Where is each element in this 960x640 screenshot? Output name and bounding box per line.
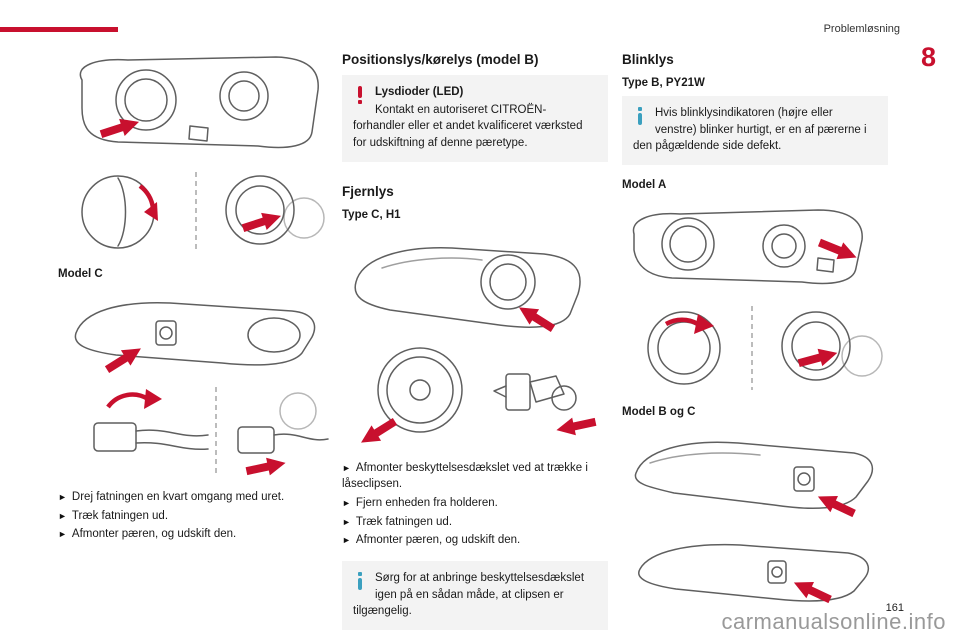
chapter-number: 8 xyxy=(920,42,936,72)
instruction-step: ► Træk fatningen ud. xyxy=(58,508,332,525)
warning-title: Lysdioder (LED) xyxy=(375,86,464,98)
model-a-label: Model A xyxy=(622,179,667,192)
column-left: Model C xyxy=(58,48,332,555)
instruction-step: ► Drej fatningen en kvart omgang med uret… xyxy=(58,489,332,506)
watermark: carmanualsonline.info xyxy=(721,609,946,634)
instruction-text: Afmonter pæren, og udskift den. xyxy=(71,528,237,541)
info-icon xyxy=(354,572,365,591)
warning-icon xyxy=(354,86,365,104)
instruction-text: Afmonter pæren, og udskift den. xyxy=(355,534,521,547)
info-box-blinker: Hvis blinklysindikatoren (højre eller ve… xyxy=(622,96,888,166)
page-number: 161 xyxy=(885,602,904,614)
instruction-step: ► Afmonter pæren, og udskift den. xyxy=(342,532,608,549)
bullet-icon: ► xyxy=(342,516,351,527)
model-c-label: Model C xyxy=(58,268,103,280)
info-box-cover: Sørg for at anbringe beskyttelsesdækslet… xyxy=(342,561,608,631)
instruction-step: ►Afmonter beskyttelsesdækslet ved at træ… xyxy=(342,460,608,493)
bullet-icon: ► xyxy=(342,462,351,473)
bullet-icon: ► xyxy=(58,492,67,502)
page-header: Problemløsning xyxy=(823,23,900,35)
info-text: Sørg for at anbringe beskyttelsesdækslet… xyxy=(353,572,585,618)
section-heading-blinklys: Blinklys xyxy=(622,52,674,67)
headlight-highbeam-illustration xyxy=(354,246,581,332)
section-heading-positionslys: Positionslys/kørelys (model B) xyxy=(342,52,539,67)
instruction-list-fjernlys: ►Afmonter beskyttelsesdækslet ved at træ… xyxy=(342,460,608,551)
type-c-h1-label: Type C, H1 xyxy=(342,208,401,221)
header-rule xyxy=(0,27,118,32)
bullet-icon: ► xyxy=(58,510,67,521)
warning-text: Kontakt en autoriseret CITROËN-forhandle… xyxy=(353,103,583,150)
instruction-step: ► Fjern enheden fra holderen. xyxy=(342,495,608,512)
section-heading-fjernlys: Fjernlys xyxy=(342,183,394,199)
headlight-rear-illustration xyxy=(79,56,319,149)
instruction-text: Afmonter beskyttelsesdækslet ved at træk… xyxy=(342,461,588,491)
instruction-text: Træk fatningen ud. xyxy=(71,509,169,522)
bullet-icon: ► xyxy=(58,529,67,540)
bullet-icon: ► xyxy=(342,498,351,509)
blinker-cap-rotation-illustration xyxy=(647,306,883,391)
highbeam-cap-holder-illustration xyxy=(356,346,598,450)
type-b-py21w-label: Type B, PY21W xyxy=(622,77,705,89)
bulb-holder-removal-illustration xyxy=(93,387,329,479)
column-right: Blinklys Type B, PY21W Hvis blinklysindi… xyxy=(622,52,888,615)
instruction-text: Fjern enheden fra holderen. xyxy=(355,497,498,510)
instruction-text: Træk fatningen ud. xyxy=(355,515,453,528)
instruction-step: ► Afmonter pæren, og udskift den. xyxy=(58,526,332,543)
bulb-cover-rotation-illustration xyxy=(81,172,325,252)
instruction-list-model-c: ► Drej fatningen en kvart omgang med uret… xyxy=(58,489,332,545)
warning-box: Lysdioder (LED) Kontakt en autoriseret C… xyxy=(342,75,608,162)
instruction-step: ► Træk fatningen ud. xyxy=(342,514,608,531)
headlight-model-a-illustration xyxy=(632,209,863,285)
foglight-model-bc-illustration-1 xyxy=(634,441,874,522)
bullet-icon: ► xyxy=(342,535,351,546)
info-icon xyxy=(634,107,645,125)
foglight-model-bc-illustration-2 xyxy=(638,543,870,608)
foglight-illustration xyxy=(74,302,316,373)
model-bc-label: Model B og C xyxy=(622,406,696,419)
column-middle: Positionslys/kørelys (model B) Lysdioder… xyxy=(342,52,608,640)
instruction-text: Drej fatningen en kvart omgang med uret. xyxy=(71,491,285,503)
info-text: Hvis blinklysindikatoren (højre eller ve… xyxy=(633,107,867,153)
